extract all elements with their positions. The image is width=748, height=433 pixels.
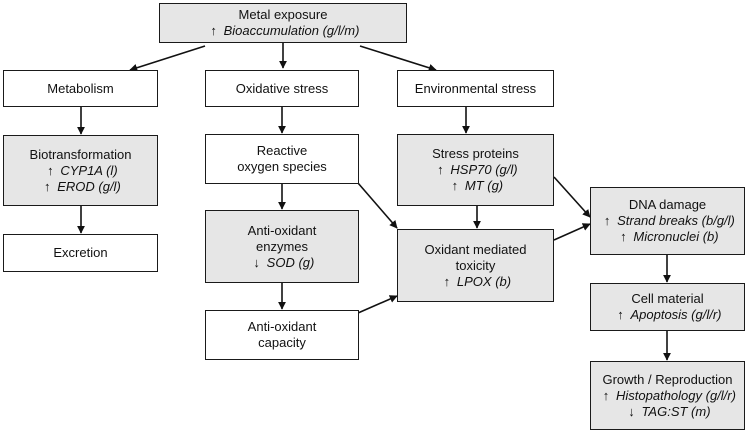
- increase-arrow-icon: ↑: [210, 23, 217, 38]
- increase-arrow-icon: ↑: [617, 307, 624, 322]
- environmental-stress-box: Environmental stress: [397, 70, 554, 107]
- decrease-arrow-icon: ↓: [253, 254, 260, 270]
- increase-arrow-icon: ↑: [620, 229, 627, 244]
- oxidant-toxicity-box: Oxidant mediated toxicity ↑ LPOX (b): [397, 229, 554, 302]
- erod-label: EROD (g/l): [57, 178, 121, 194]
- arrow-metal-to-environmental: [359, 45, 437, 72]
- excretion-box: Excretion: [3, 234, 158, 272]
- increase-arrow-icon: ↑: [603, 213, 611, 228]
- increase-arrow-icon: ↑: [47, 162, 54, 178]
- biotransformation-title: Biotransformation: [29, 146, 132, 162]
- biotransformation-box: Biotransformation ↑ CYP1A (l) ↑ EROD (g/…: [3, 135, 158, 206]
- metal-exposure-box: Metal exposure ↑ Bioaccumulation (g/l/m): [159, 3, 407, 43]
- cyp1a-label: CYP1A (l): [60, 162, 118, 178]
- increase-arrow-icon: ↑: [443, 273, 451, 289]
- oxidant-toxicity-title-line2: toxicity: [455, 257, 496, 273]
- cell-material-box: Cell material ↑ Apoptosis (g/l/r): [590, 283, 745, 331]
- arrow-capacity-to-oxidant-tox: [357, 295, 398, 314]
- dna-damage-title: DNA damage: [628, 197, 707, 212]
- lpox-label: LPOX (b): [456, 273, 512, 289]
- environmental-stress-title: Environmental stress: [414, 80, 537, 96]
- arrow-metal-to-metabolism: [129, 45, 206, 72]
- metabolism-title: Metabolism: [47, 80, 114, 96]
- ros-title-line1: Reactive: [256, 143, 308, 158]
- antioxidant-enzymes-title-line2: enzymes: [255, 238, 309, 254]
- tag-st-label: TAG:ST (m): [641, 403, 711, 419]
- oxidant-toxicity-title-line1: Oxidant mediated: [424, 241, 527, 257]
- increase-arrow-icon: ↑: [43, 178, 51, 194]
- apoptosis-label: Apoptosis (g/l/r): [630, 307, 722, 322]
- antioxidant-capacity-box: Anti-oxidant capacity: [205, 310, 359, 360]
- bioaccumulation-label: Bioaccumulation (g/l/m): [223, 23, 360, 38]
- antioxidant-enzymes-title-line1: Anti-oxidant: [247, 222, 317, 238]
- sod-label: SOD (g): [266, 254, 315, 270]
- decrease-arrow-icon: ↓: [628, 403, 635, 419]
- ros-title-line2: oxygen species: [237, 159, 327, 174]
- dna-damage-box: DNA damage ↑ Strand breaks (b/g/l) ↑ Mic…: [590, 187, 745, 255]
- increase-arrow-icon: ↑: [602, 387, 610, 403]
- arrow-stress-proteins-to-dna: [553, 176, 591, 218]
- oxidative-stress-box: Oxidative stress: [205, 70, 359, 107]
- mt-label: MT (g): [464, 178, 504, 193]
- stress-proteins-title: Stress proteins: [432, 146, 519, 161]
- strand-breaks-label: Strand breaks (b/g/l): [617, 213, 735, 228]
- oxidative-stress-title: Oxidative stress: [235, 80, 329, 96]
- metabolism-box: Metabolism: [3, 70, 158, 107]
- increase-arrow-icon: ↑: [451, 178, 459, 193]
- antioxidant-capacity-title-line2: capacity: [258, 335, 306, 350]
- antioxidant-capacity-title-line1: Anti-oxidant: [247, 319, 317, 334]
- growth-reproduction-box: Growth / Reproduction ↑ Histopathology (…: [590, 361, 745, 430]
- histopathology-label: Histopathology (g/l/r): [616, 387, 736, 403]
- antioxidant-enzymes-box: Anti-oxidant enzymes ↓ SOD (g): [205, 210, 359, 283]
- growth-reproduction-title: Growth / Reproduction: [602, 371, 733, 387]
- stress-proteins-box: Stress proteins ↑ HSP70 (g/l) ↑ MT (g): [397, 134, 554, 206]
- ros-box: Reactive oxygen species: [205, 134, 359, 184]
- hsp70-label: HSP70 (g/l): [450, 162, 518, 177]
- metal-exposure-title: Metal exposure: [238, 7, 328, 22]
- excretion-title: Excretion: [53, 245, 108, 260]
- arrow-oxidant-tox-to-dna: [553, 223, 591, 241]
- cell-material-title: Cell material: [631, 291, 704, 306]
- increase-arrow-icon: ↑: [437, 162, 444, 177]
- arrow-ros-to-oxidant-tox: [357, 182, 398, 229]
- micronuclei-label: Micronuclei (b): [633, 229, 719, 244]
